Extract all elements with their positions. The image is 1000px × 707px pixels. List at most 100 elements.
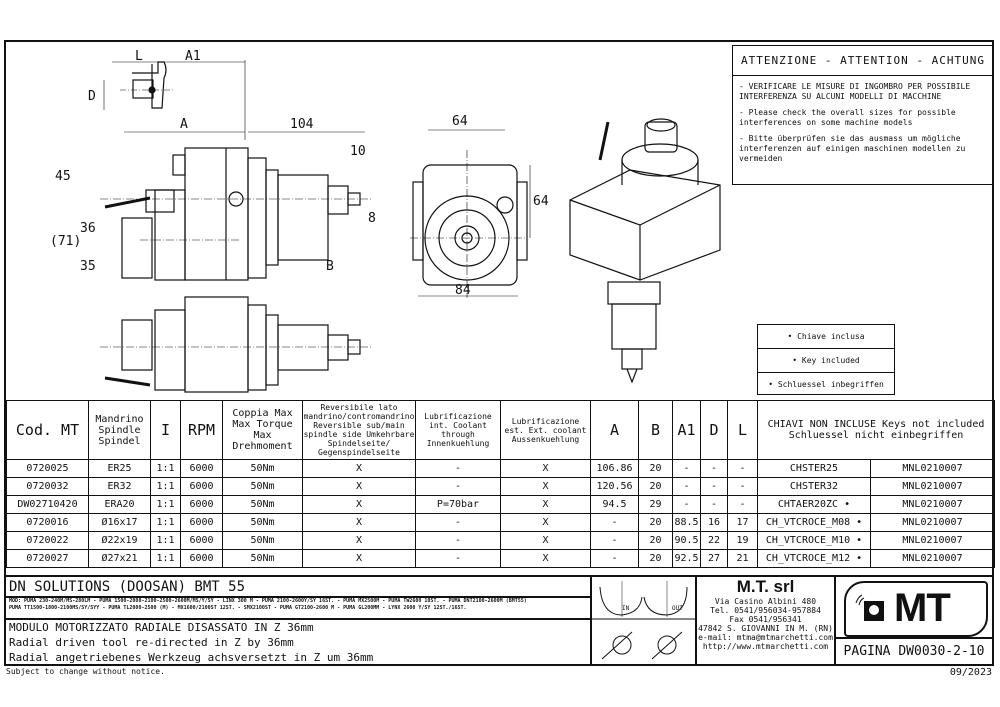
cell-torque: 50Nm <box>222 459 303 478</box>
cell-spindle: Ø16x17 <box>88 513 151 532</box>
rotation-block: IN OUT <box>590 575 697 666</box>
cell-A: 120.56 <box>590 477 639 496</box>
cell-D: - <box>700 459 728 478</box>
cell-B: 20 <box>638 477 673 496</box>
cell-L: - <box>727 459 758 478</box>
cell-coolant-int: - <box>415 459 501 478</box>
company-block: M.T. srl Via Casino Albini 480 Tel. 0541… <box>695 575 836 666</box>
company-email: e-mail: mtma@mtmarchetti.com <box>698 633 833 642</box>
key-detail-drawing <box>103 60 246 140</box>
dim-64-width: 64 <box>452 114 468 129</box>
cell-coolant-ext: X <box>500 459 591 478</box>
cell-A1: 88.5 <box>672 513 701 532</box>
company-city: 47842 S. GIOVANNI IN M. (RN) <box>698 624 833 633</box>
spec-table: Cod. MT Mandrino Spindle Spindel I RPM C… <box>6 400 996 568</box>
cell-coolant-int: - <box>415 531 501 550</box>
cell-B: 20 <box>638 513 673 532</box>
cell-key-code: MNL0210007 <box>869 531 996 550</box>
side-view-drawing <box>100 131 372 281</box>
col-B: B <box>638 400 673 460</box>
cell-coolant-int: - <box>415 477 501 496</box>
cell-key: CH_VTCROCE_M08 • <box>757 513 871 532</box>
col-cod-mt: Cod. MT <box>6 400 89 460</box>
attention-notice: ATTENZIONE - ATTENTION - ACHTUNG - VERIF… <box>732 45 994 185</box>
cell-A: - <box>590 513 639 532</box>
dim-8: 8 <box>368 211 376 226</box>
mt-logo: MT <box>844 581 988 637</box>
dim-A: A <box>180 117 188 132</box>
cell-A1: - <box>672 477 701 496</box>
key-legend: • Chiave inclusa • Key included • Schlue… <box>757 324 895 395</box>
cell-D: - <box>700 477 728 496</box>
attention-note-de: - Bitte überprüfen sie das ausmass um mö… <box>739 134 966 163</box>
bottom-view-drawing <box>100 296 372 393</box>
col-ratio: I <box>150 400 181 460</box>
dim-104: 104 <box>290 117 314 132</box>
cell-key: CHTAER20ZC • <box>757 495 871 514</box>
dim-64-height: 64 <box>533 194 549 209</box>
cell-torque: 50Nm <box>222 495 303 514</box>
dim-45: 45 <box>55 169 71 184</box>
attention-note-it: - VERIFICARE LE MISURE DI INGOMBRO PER P… <box>739 82 971 101</box>
cell-A1: 92.5 <box>672 549 701 568</box>
attention-note-en: - Please check the overall sizes for pos… <box>739 108 956 127</box>
col-A1: A1 <box>672 400 701 460</box>
company-website: http://www.mtmarchetti.com <box>702 642 829 651</box>
description-en: Radial driven tool re-directed in Z by 3… <box>9 636 294 649</box>
cell-coolant-ext: X <box>500 531 591 550</box>
cell-A1: 90.5 <box>672 531 701 550</box>
cell-cod-mt: 0720032 <box>6 477 89 496</box>
cell-B: 20 <box>638 459 673 478</box>
company-phone: Tel. 0541/956034-957884 <box>710 606 821 615</box>
col-keys: CHIAVI NON INCLUSE Keys not included Sch… <box>756 400 996 460</box>
models-list: MOD: PUMA 230-240M/MS-280LM - PUMA 1500-… <box>4 598 592 618</box>
cell-A: - <box>590 549 639 568</box>
cell-reversible: X <box>302 459 416 478</box>
logo-block: MT <box>834 575 994 639</box>
cell-A1: - <box>672 495 701 514</box>
cell-reversible: X <box>302 549 416 568</box>
cell-torque: 50Nm <box>222 513 303 532</box>
cell-cod-mt: 0720027 <box>6 549 89 568</box>
cell-L: - <box>727 477 758 496</box>
cell-D: - <box>700 495 728 514</box>
cell-D: 16 <box>700 513 728 532</box>
cell-spindle: Ø27x21 <box>88 549 151 568</box>
cell-ratio: 1:1 <box>150 495 181 514</box>
cell-B: 20 <box>638 549 673 568</box>
dim-36: 36 <box>80 221 96 236</box>
description-it: MODULO MOTORIZZATO RADIALE DISASSATO IN … <box>9 621 314 634</box>
cell-key-code: MNL0210007 <box>869 549 996 568</box>
cell-cod-mt: 0720025 <box>6 459 89 478</box>
cell-spindle: ER25 <box>88 459 151 478</box>
cell-coolant-int: - <box>415 513 501 532</box>
cell-D: 27 <box>700 549 728 568</box>
dim-10: 10 <box>350 144 366 159</box>
dim-B: B <box>326 259 334 274</box>
dim-35: 35 <box>80 259 96 274</box>
dim-84: 84 <box>455 283 471 298</box>
dim-71: (71) <box>50 234 81 249</box>
cell-ratio: 1:1 <box>150 459 181 478</box>
revision-date: 09/2023 <box>949 667 992 678</box>
cell-spindle: Ø22x19 <box>88 531 151 550</box>
dim-A1: A1 <box>185 49 201 64</box>
cell-reversible: X <box>302 513 416 532</box>
isometric-view-drawing <box>569 118 721 384</box>
table-header-row: Cod. MT Mandrino Spindle Spindel I RPM C… <box>6 400 996 460</box>
cell-reversible: X <box>302 531 416 550</box>
col-rpm: RPM <box>180 400 223 460</box>
machine-title: DN SOLUTIONS (DOOSAN) BMT 55 <box>4 575 592 598</box>
cell-A: - <box>590 531 639 550</box>
company-name: M.T. srl <box>736 577 795 596</box>
cell-rpm: 6000 <box>180 531 223 550</box>
cell-rpm: 6000 <box>180 513 223 532</box>
cell-key-code: MNL0210007 <box>869 495 996 514</box>
cell-coolant-ext: X <box>500 513 591 532</box>
